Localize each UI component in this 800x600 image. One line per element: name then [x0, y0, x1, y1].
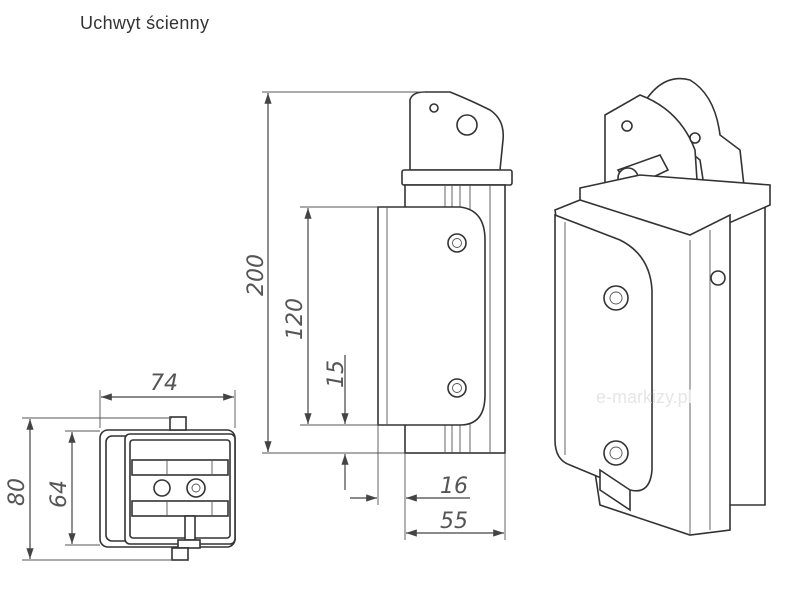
page-title: Uchwyt ścienny: [80, 13, 210, 33]
watermark: e-markizy.pl: [596, 387, 692, 407]
isometric-view: [554, 77, 771, 536]
dim-15: 15: [324, 360, 349, 388]
dim-64: 64: [47, 480, 72, 508]
dim-74: 74: [150, 371, 178, 396]
dim-80: 80: [5, 478, 30, 506]
dim-120: 120: [283, 298, 308, 340]
side-view: 200 120 15 16 55: [244, 91, 513, 540]
dim-55: 55: [440, 509, 468, 534]
top-view: 74 80 64: [5, 371, 236, 561]
dim-200: 200: [244, 254, 269, 296]
dim-16: 16: [440, 474, 468, 499]
